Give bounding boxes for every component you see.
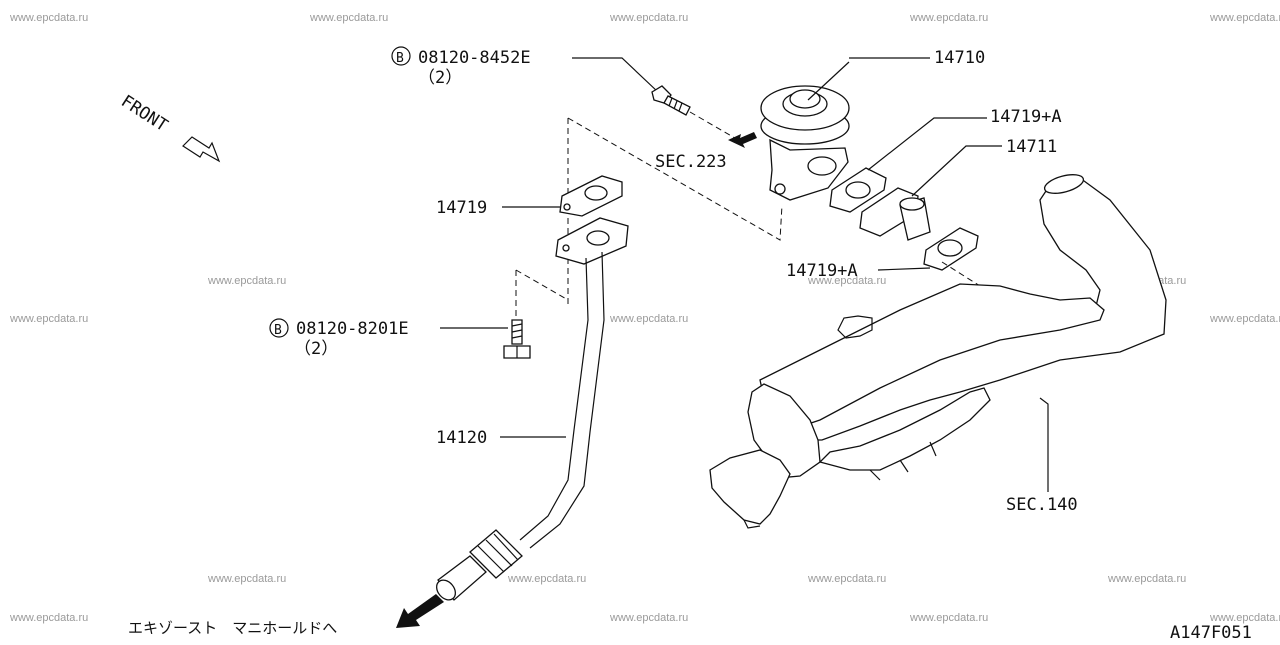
manifold-inlet: [1043, 174, 1085, 194]
watermark: www.epcdata.ru: [609, 313, 688, 325]
manifold-detail: [743, 519, 761, 529]
nut-thread: [477, 533, 519, 573]
leader-line: [877, 267, 931, 271]
exhaust-arrow-icon: [396, 594, 444, 628]
manifold-runner: [709, 449, 791, 525]
flange-bolt-hole: [562, 244, 570, 252]
leader-line: [572, 57, 659, 93]
egr-valve: 14710: [760, 48, 985, 201]
watermark: www.epcdata.ru: [9, 313, 88, 325]
exhaust-direction: エキゾースト マニホールドへ: [128, 594, 444, 637]
valve-bolt-hole: [774, 183, 786, 195]
gasket-a-lower-label: 14719+A: [786, 261, 858, 281]
sec-223-ref: SEC.223: [655, 111, 757, 172]
gasket-label: 14719: [436, 198, 487, 218]
bolt-b-letter: B: [274, 323, 282, 338]
tube-edge: [529, 251, 605, 549]
callout-bolt-upper: B 08120-8452E （2）: [391, 46, 659, 93]
bolt-b-circle-icon: [391, 46, 411, 66]
watermark: www.epcdata.ru: [609, 612, 688, 624]
egr-tube-label: 14120: [436, 428, 487, 448]
flange-port: [586, 230, 610, 246]
egr-spacer-label: 14711: [1006, 137, 1057, 157]
watermark: www.epcdata.ru: [1209, 12, 1280, 24]
bolt-b-circle-icon: [269, 318, 289, 338]
front-label: FRONT: [117, 91, 171, 136]
gasket-a-lower: 14719+A: [786, 227, 979, 281]
watermark: www.epcdata.ru: [807, 275, 886, 287]
valve-port: [789, 89, 821, 109]
bolt-lower-code: 08120-8201E: [296, 319, 409, 339]
manifold-boss: [837, 315, 873, 339]
gasket-a-upper-label: 14719+A: [990, 107, 1062, 127]
dashed-leader: [689, 111, 736, 139]
watermark: www.epcdata.ru: [1209, 612, 1280, 624]
sec-223-label: SEC.223: [655, 152, 727, 172]
leader-line: [807, 61, 850, 101]
gasket-hole: [845, 181, 871, 199]
watermark: www.epcdata.ru: [909, 12, 988, 24]
bolt-upper-code: 08120-8452E: [418, 48, 531, 68]
manifold-lower: [818, 387, 991, 471]
tube-nut: [469, 529, 523, 579]
bolt-upper-qty: （2）: [418, 68, 462, 88]
egr-valve-label: 14710: [934, 48, 985, 68]
manifold-ribs: [869, 441, 937, 481]
manifold-plenum: [759, 283, 1105, 431]
valve-outlet: [807, 156, 837, 176]
watermark: www.epcdata.ru: [507, 573, 586, 585]
spacer-port: [899, 197, 925, 211]
dashed-line: [515, 269, 569, 301]
watermark: www.epcdata.ru: [807, 573, 886, 585]
sec-140-label: SEC.140: [1006, 495, 1078, 515]
bottom-note: エキゾースト マニホールドへ: [128, 619, 337, 637]
egr-tube: 14120: [435, 251, 605, 601]
sec-223-arrow-icon: [728, 132, 757, 148]
gasket-bolt-hole: [563, 203, 571, 211]
gasket-hole: [584, 185, 608, 201]
leader-line: [867, 117, 987, 171]
callout-bolt-lower: B 08120-8201E （2）: [269, 318, 508, 359]
watermark: www.epcdata.ru: [309, 12, 388, 24]
upper-bolt: [651, 85, 691, 116]
dashed-line: [941, 261, 981, 287]
watermark: www.epcdata.ru: [207, 275, 286, 287]
bolt-shank: [663, 95, 691, 116]
leader-line: [911, 145, 1002, 197]
front-indicator: FRONT: [117, 91, 221, 163]
dashed-line: [567, 117, 783, 241]
leader-line: [1039, 397, 1049, 492]
front-arrow-icon: [182, 136, 221, 163]
figure-code: A147F051: [1170, 623, 1252, 640]
bolt-lower-qty: （2）: [294, 339, 338, 359]
watermark: www.epcdata.ru: [9, 12, 88, 24]
watermark: www.epcdata.ru: [207, 573, 286, 585]
watermark: www.epcdata.ru: [9, 612, 88, 624]
tube-end-port: [435, 579, 457, 601]
watermark: www.epcdata.ru: [909, 612, 988, 624]
watermark: www.epcdata.ru: [609, 12, 688, 24]
manifold: SEC.140: [709, 174, 1167, 529]
bolt-b-letter: B: [396, 51, 404, 66]
tube-flange: [555, 217, 629, 265]
bolt-thread: [668, 97, 683, 112]
gasket-hole: [937, 239, 963, 257]
watermark: www.epcdata.ru: [1107, 573, 1186, 585]
lower-bolt: [503, 319, 531, 359]
egr-spacer: 14711: [859, 137, 1057, 241]
gasket-a-upper: 14719+A: [829, 107, 1062, 213]
bolt-thread: [511, 323, 523, 339]
gasket-14719: 14719: [436, 175, 623, 218]
watermark: www.epcdata.ru: [1209, 313, 1280, 325]
tube-edge: [519, 257, 589, 541]
